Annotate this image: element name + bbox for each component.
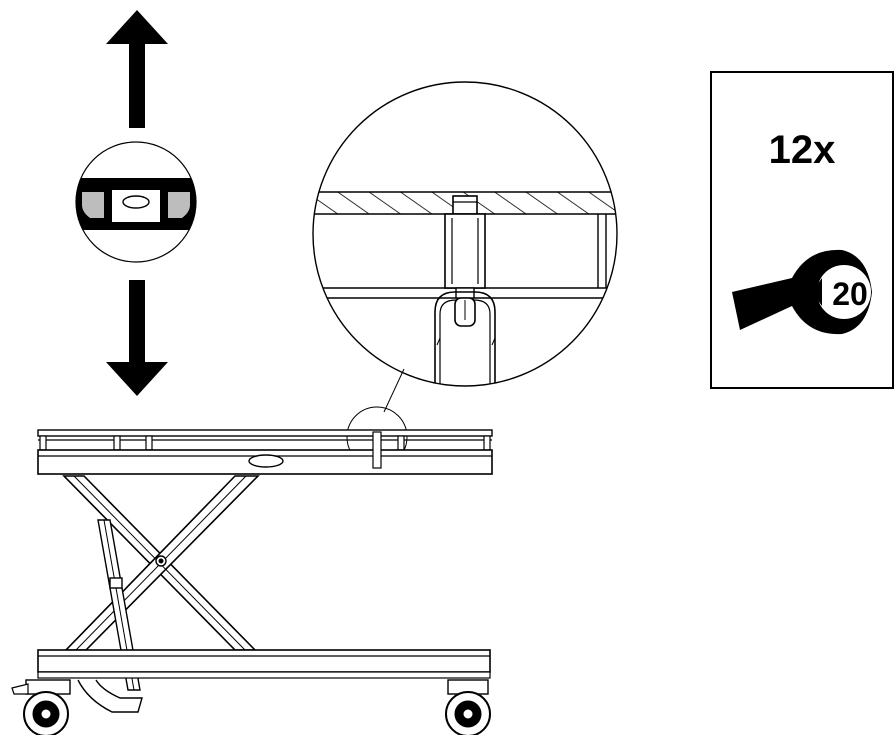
tool-panel: 12x 20: [710, 71, 894, 389]
right-caster: [445, 679, 491, 735]
detail-zoom-circle: [312, 81, 618, 468]
double-vertical-arrow-icon: [106, 10, 168, 396]
wrench-icon: [732, 249, 872, 335]
up-arrow: [106, 10, 168, 128]
lift-table: [11, 429, 493, 735]
spirit-level-icon: [75, 141, 197, 263]
platform: [37, 449, 493, 475]
top-rail: [37, 429, 493, 437]
zoom-leader-line: [383, 368, 405, 413]
left-caster: [11, 679, 71, 735]
foot-pedal: [77, 679, 143, 713]
level-bubble: [122, 195, 150, 209]
quantity-label: 12x: [769, 128, 836, 172]
down-arrow: [106, 280, 168, 396]
wrench-size-label: 20: [832, 276, 868, 312]
spirit-level-on-table: [248, 454, 284, 468]
base-frame: [37, 649, 491, 673]
